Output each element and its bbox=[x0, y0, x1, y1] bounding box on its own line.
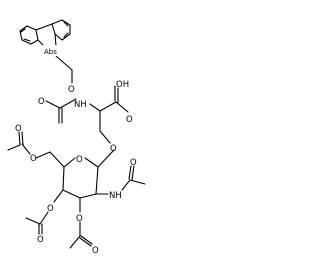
bond bbox=[54, 33, 57, 47]
bond bbox=[63, 21, 69, 27]
bond bbox=[59, 98, 77, 109]
bond bbox=[121, 179, 131, 191]
atom-labels: Abs O O NH OH O O O O O NH O O O O O bbox=[15, 45, 137, 256]
bond bbox=[128, 165, 132, 180]
bond bbox=[62, 166, 65, 191]
acetamido-carbonyl-oxygen: O bbox=[130, 158, 137, 168]
c4-acetate-oxygen: O bbox=[47, 204, 54, 214]
glycosidic-oxygen: O bbox=[110, 144, 117, 154]
bond bbox=[79, 237, 92, 247]
bond bbox=[63, 157, 76, 168]
bond bbox=[80, 235, 93, 245]
bond bbox=[23, 38, 31, 42]
c4-acetate-carbonyl-oxygen: O bbox=[37, 235, 44, 245]
chiral-flag: Abs bbox=[44, 48, 57, 56]
bond bbox=[99, 101, 117, 112]
bond bbox=[69, 235, 81, 249]
bond bbox=[20, 28, 26, 33]
bond bbox=[18, 131, 21, 146]
bond bbox=[99, 130, 111, 144]
bond bbox=[21, 131, 24, 146]
carbamate-nh: NH bbox=[74, 100, 87, 110]
c3-acetate-oxygen: O bbox=[76, 214, 83, 224]
bond bbox=[35, 23, 53, 31]
fluorene-left-ring bbox=[19, 25, 39, 45]
bond bbox=[45, 100, 61, 109]
bond bbox=[55, 55, 73, 71]
carbamate-carbonyl-oxygen: O bbox=[38, 97, 45, 107]
structural-formula: Abs O O NH OH O O O O O NH O O O O O bbox=[7, 19, 146, 256]
bond bbox=[97, 149, 115, 168]
c6-acetate-oxygen: O bbox=[30, 154, 37, 164]
acetamido-nh: NH bbox=[109, 191, 122, 201]
bond bbox=[129, 179, 146, 185]
c6-acetate-carbonyl-oxygen: O bbox=[15, 124, 22, 134]
acid-hydroxyl: OH bbox=[116, 80, 129, 90]
bond bbox=[7, 144, 21, 151]
c3-acetate-carbonyl-oxygen: O bbox=[92, 246, 99, 256]
bond bbox=[63, 32, 69, 38]
bond bbox=[115, 101, 129, 113]
bond bbox=[21, 143, 31, 155]
bond bbox=[49, 151, 65, 168]
bond bbox=[131, 165, 135, 181]
bond-skeleton bbox=[7, 19, 146, 249]
bond bbox=[89, 103, 101, 112]
bond bbox=[39, 211, 49, 225]
bond bbox=[62, 189, 81, 199]
bond bbox=[25, 217, 41, 225]
bond bbox=[95, 166, 99, 195]
bond bbox=[79, 193, 97, 199]
bond bbox=[35, 151, 51, 159]
ring-oxygen: O bbox=[76, 155, 83, 165]
acid-carbonyl-oxygen: O bbox=[126, 115, 133, 125]
label-background bbox=[43, 45, 62, 56]
bond bbox=[53, 189, 64, 203]
carbamate-oxygen: O bbox=[68, 85, 75, 95]
bond bbox=[84, 157, 99, 168]
